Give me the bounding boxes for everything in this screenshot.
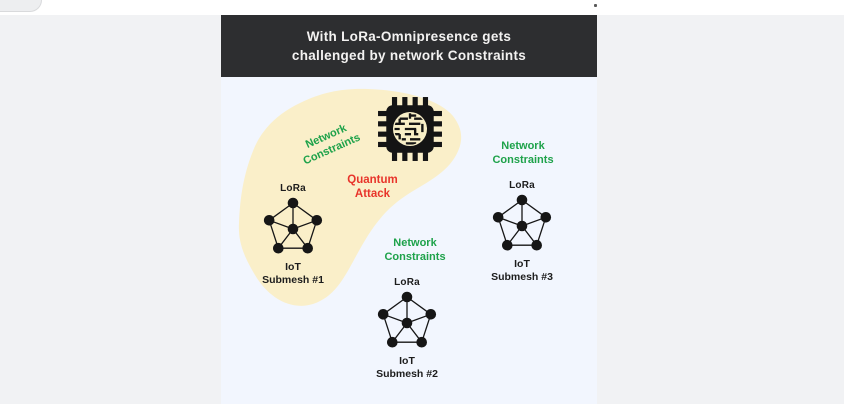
- iot-submesh-1: LoRa IoT Submesh #1: [247, 183, 339, 287]
- quantum-chip-icon: [378, 97, 442, 161]
- mesh-graph-icon: [492, 194, 552, 251]
- quantum-attack-line-1: Quantum: [347, 174, 398, 186]
- network-constraints-line-2: Constraints: [492, 154, 554, 166]
- network-constraints-label-mid: Network Constraints: [363, 236, 467, 264]
- submesh-name-line-1: IoT: [285, 261, 301, 273]
- title-banner: With LoRa-Omnipresence gets challenged b…: [221, 15, 597, 77]
- iot-submesh-2: LoRa IoT Submesh #2: [361, 277, 453, 381]
- mesh-graph-icon: [377, 291, 437, 348]
- network-constraints-line-1: Network: [393, 237, 437, 249]
- submesh-name-line-2: Submesh #1: [262, 274, 324, 286]
- submesh-name-line-2: Submesh #3: [491, 271, 553, 283]
- top-white-strip: [0, 0, 844, 15]
- quantum-attack-label: Quantum Attack: [325, 174, 420, 201]
- network-constraints-line-1: Network: [501, 140, 545, 152]
- lora-label: LoRa: [394, 277, 420, 288]
- submesh-name-line-2: Submesh #2: [376, 368, 438, 380]
- mesh-graph-icon: [263, 197, 323, 254]
- lora-label: LoRa: [509, 180, 535, 191]
- submesh-name: IoT Submesh #3: [476, 258, 568, 284]
- submesh-name-line-1: IoT: [514, 258, 530, 270]
- submesh-name-line-1: IoT: [399, 355, 415, 367]
- title-line-2: challenged by network Constraints: [291, 48, 527, 63]
- network-constraints-line-2: Constraints: [384, 251, 446, 263]
- rounded-corner-fragment: [0, 0, 42, 12]
- lora-label: LoRa: [280, 183, 306, 194]
- iot-submesh-3: LoRa IoT Submesh #3: [476, 180, 568, 284]
- title-line-1: With LoRa-Omnipresence gets: [306, 29, 512, 44]
- network-constraints-label-right: Network Constraints: [471, 139, 575, 167]
- submesh-name: IoT Submesh #1: [247, 261, 339, 287]
- cursor-speck: [594, 4, 597, 7]
- quantum-attack-line-2: Attack: [354, 187, 391, 200]
- submesh-name: IoT Submesh #2: [361, 355, 453, 381]
